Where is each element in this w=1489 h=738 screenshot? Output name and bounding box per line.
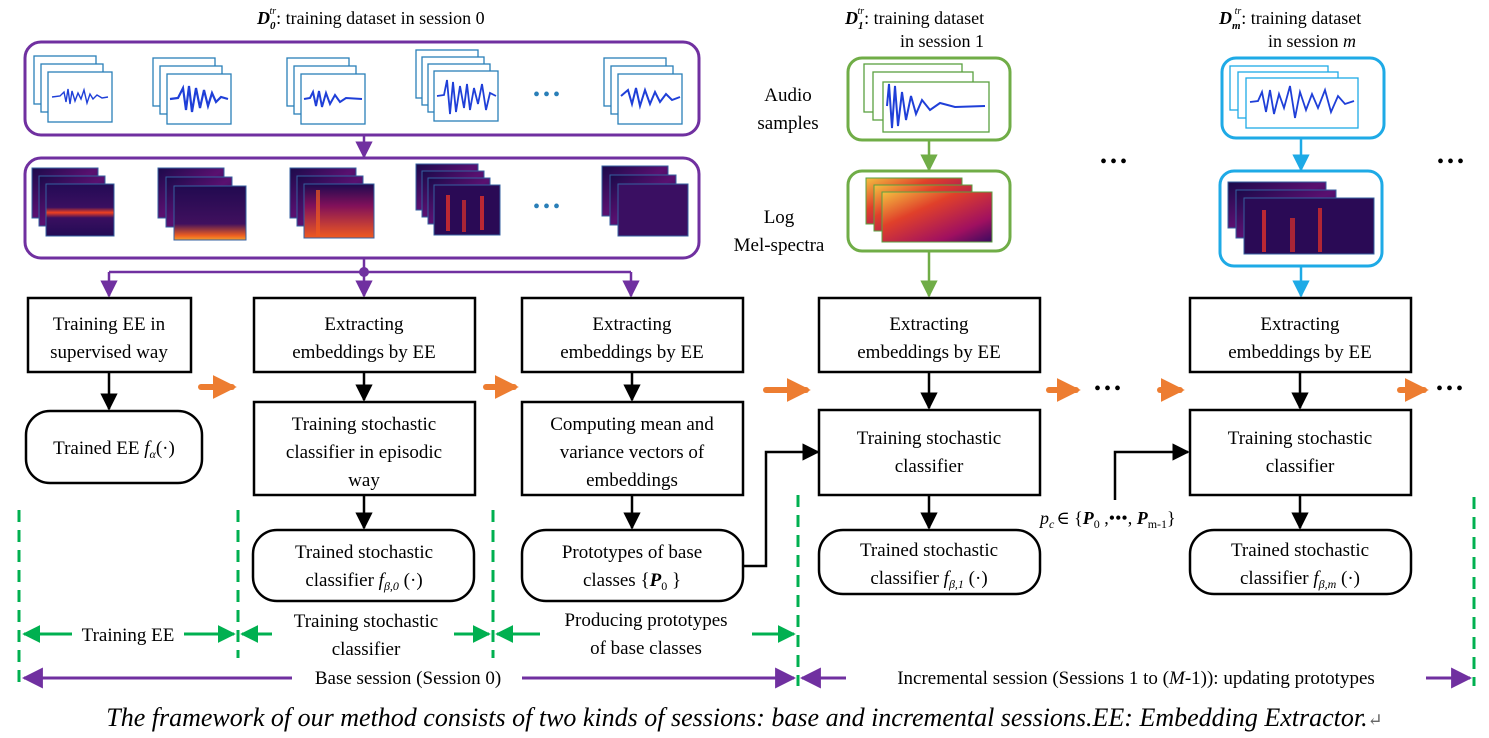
box-training-ee-line1: Training EE in (53, 314, 166, 335)
box-extract-3-line2: embeddings by EE (857, 342, 1001, 363)
ellipsis-after-session-m-mid: ••• (1436, 378, 1466, 400)
trained-scm-line1: Trained stochastic (1231, 540, 1369, 561)
svg-text:samples: samples (757, 113, 818, 134)
dataset-m-title: Dmtr: training dataset in session m (1218, 6, 1361, 51)
box-train-sc-sessionm (1188, 408, 1413, 497)
stage-dividers (17, 495, 1476, 686)
prototypes-line1: Prototypes of base (562, 542, 702, 563)
box-train-sc-sessionm-line2: classifier (1266, 456, 1335, 477)
box-train-episodic-line1: Training stochastic (292, 414, 436, 435)
svg-text:Base session (Session 0): Base session (Session 0) (315, 668, 501, 689)
svg-text:Mel-spectra: Mel-spectra (734, 235, 825, 256)
box-extract-1 (252, 296, 477, 374)
waveform-stack-5 (603, 57, 683, 125)
svg-text:Log: Log (764, 207, 795, 228)
session0-distribution-connector (100, 258, 640, 298)
box-extract-2-line2: embeddings by EE (560, 342, 704, 363)
svg-text:Incremental session (Sessions: Incremental session (Sessions 1 to (M-1)… (897, 668, 1375, 689)
box-extract-4 (1188, 296, 1413, 374)
logmel-box-session0 (23, 156, 701, 260)
box-extract-3 (817, 296, 1042, 374)
trained-sc1-result (817, 528, 1042, 596)
ellipsis-spectra-session0: ••• (533, 196, 563, 218)
box-train-sc-session1-line1: Training stochastic (857, 428, 1001, 449)
dataset-0-title: D0tr: training dataset in session 0 (256, 6, 485, 32)
audio-samples-box-session0 (23, 40, 701, 137)
prototypes-line2: classes {P0 } (583, 570, 681, 593)
ellipsis-audio-session0: ••• (533, 84, 563, 106)
spectrogram-stack-session1 (865, 177, 993, 243)
box-train-sc-session1-line2: classifier (895, 456, 964, 477)
prototypes-to-session1-connector (743, 443, 820, 568)
svg-text:in session 1: in session 1 (900, 31, 984, 51)
trained-ee-result (24, 409, 204, 485)
box-mean-variance-line2: variance vectors of (560, 442, 705, 463)
svg-text:Dmtr: training dataset: Dmtr: training dataset (1218, 6, 1361, 32)
prototype-set-connector (1113, 443, 1190, 500)
box-extract-3-line1: Extracting (889, 314, 969, 335)
spectrogram-stack-4 (415, 163, 501, 236)
waveform-stack-2 (152, 57, 232, 125)
prototype-set-label: pc∈ {P0 ,•••, Pm-1} (1038, 508, 1176, 531)
spectrogram-stack-2 (157, 167, 247, 241)
svg-text:classifier: classifier (332, 639, 401, 660)
spectrogram-stack-sessionm (1227, 181, 1375, 255)
spectrogram-stack-5 (601, 165, 689, 237)
waveform-stack-4 (415, 49, 499, 122)
logmel-label: Log Mel-spectra (734, 207, 825, 256)
dataset-1-title: D1tr: training dataset in session 1 (844, 6, 984, 51)
trained-ee-label: Trained EE fα(·) (53, 438, 175, 461)
svg-text:Training EE: Training EE (82, 625, 175, 646)
svg-text:Producing prototypes: Producing prototypes (564, 610, 727, 631)
svg-text:D0tr: training dataset in sess: D0tr: training dataset in session 0 (256, 6, 485, 32)
box-train-episodic-line2: classifier in episodic (286, 442, 442, 463)
span-training-sc: Training stochastic classifier (240, 611, 491, 660)
box-mean-variance (520, 400, 745, 497)
svg-text:Training stochastic: Training stochastic (294, 611, 438, 632)
audio-samples-label: Audio samples (757, 85, 818, 134)
trained-scm-result (1188, 528, 1413, 596)
ellipsis-between-sessions-top: ••• (1100, 151, 1130, 173)
svg-text:D1tr: training dataset: D1tr: training dataset (844, 6, 984, 32)
box-train-episodic (252, 400, 477, 497)
trained-scm-line2: classifier fβ,m (·) (1240, 568, 1360, 591)
svg-text:in session m: in session m (1268, 31, 1356, 51)
box-mean-variance-line3: embeddings (586, 470, 678, 491)
audio-samples-box-sessionm (1220, 56, 1386, 140)
box-extract-4-line1: Extracting (1260, 314, 1340, 335)
trained-sc1-line2: classifier fβ,1 (·) (870, 568, 987, 591)
svg-text:of base classes: of base classes (590, 638, 702, 659)
trained-sc0-result (251, 528, 476, 603)
trained-sc0-line1: Trained stochastic (295, 542, 433, 563)
waveform-stack-1 (33, 55, 113, 123)
box-extract-1-line1: Extracting (324, 314, 404, 335)
trained-sc1-line1: Trained stochastic (860, 540, 998, 561)
box-extract-1-line2: embeddings by EE (292, 342, 436, 363)
span-training-ee: Training EE (22, 625, 236, 646)
waveform-stack-sessionm (1229, 65, 1359, 129)
spectrogram-stack-3 (289, 167, 375, 239)
return-mark-icon: ↵ (1367, 710, 1383, 730)
span-incremental-session: Incremental session (Sessions 1 to (M-1)… (799, 667, 1473, 689)
ellipsis-between-sessions-mid: ••• (1094, 378, 1124, 400)
spectrogram-stack-1 (31, 167, 115, 237)
ellipsis-after-session-m-top: ••• (1437, 151, 1467, 173)
box-extract-4-line2: embeddings by EE (1228, 342, 1372, 363)
box-extract-2-line1: Extracting (592, 314, 672, 335)
orange-flow-arrows (198, 375, 1429, 402)
span-producing: Producing prototypes of base classes (495, 610, 796, 659)
waveform-stack-session1 (863, 63, 990, 133)
box-train-sc-session1 (817, 408, 1042, 497)
span-base-session: Base session (Session 0) (21, 667, 797, 689)
box-mean-variance-line1: Computing mean and (550, 414, 714, 435)
box-train-sc-sessionm-line1: Training stochastic (1228, 428, 1372, 449)
waveform-stack-3 (286, 57, 366, 125)
framework-diagram: D0tr: training dataset in session 0 ••• (17, 6, 1476, 689)
box-train-episodic-line3: way (348, 470, 380, 491)
box-training-ee-line2: supervised way (50, 342, 168, 363)
svg-text:Audio: Audio (764, 85, 812, 106)
figure-caption: The framework of our method consists of … (106, 703, 1383, 732)
trained-sc0-line2: classifier fβ,0 (·) (305, 570, 422, 593)
box-extract-2 (520, 296, 745, 374)
